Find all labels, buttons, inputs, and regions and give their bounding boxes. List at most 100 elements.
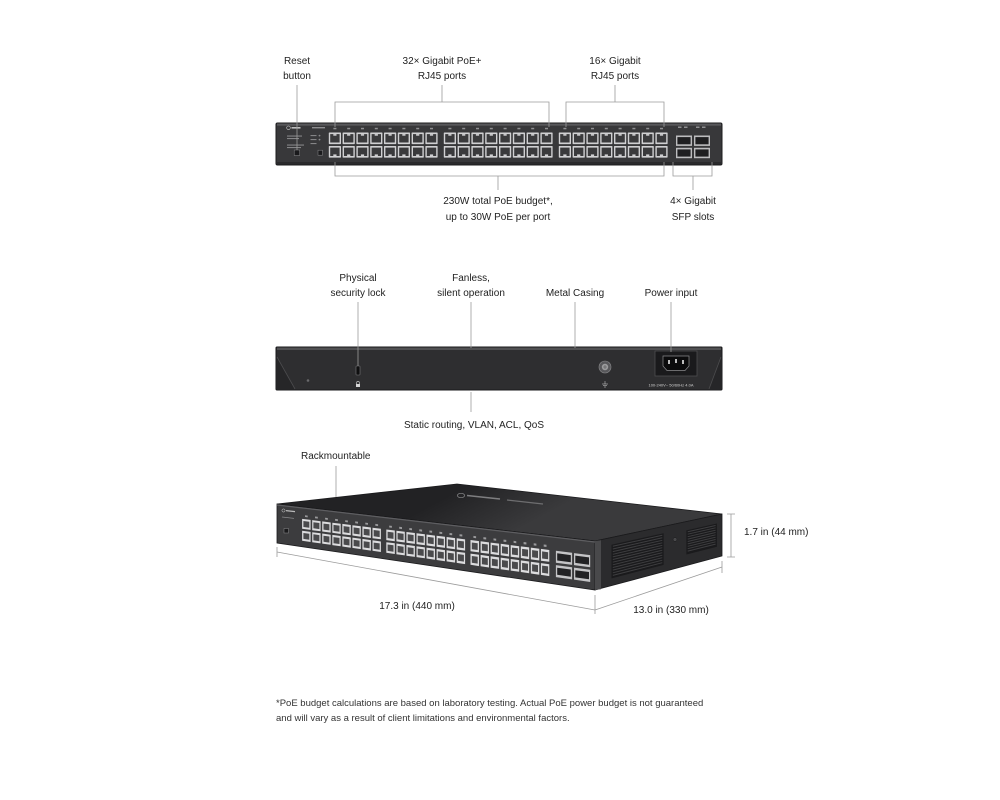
gigabit-rj45-port [641, 132, 654, 145]
poe-rj45-port [540, 132, 553, 145]
port-led [333, 127, 337, 130]
front-panel-bottom-edge [277, 162, 721, 165]
vent-slat [687, 525, 716, 533]
poe-rj45-port [446, 550, 456, 563]
power-inlet-pin [668, 360, 670, 364]
port-opening [343, 538, 350, 546]
gigabit-rj45-port [520, 546, 530, 560]
poe-rj45-port [322, 521, 331, 533]
gigabit-rj45-port [500, 557, 510, 571]
port-opening [629, 134, 639, 143]
port-opening [373, 530, 380, 538]
sfp-slot [574, 567, 591, 582]
gigabit-rj45-port [627, 146, 640, 158]
gigabit-rj45-port [558, 146, 571, 158]
port-led [632, 127, 636, 130]
port-latch-notch [416, 154, 420, 156]
sfp-slots-bracket [672, 162, 713, 190]
metal-casing-label: Metal Casing [546, 288, 604, 299]
poe-rj45-port [485, 146, 498, 158]
port-opening [344, 134, 354, 143]
poe-rj45-port [386, 529, 395, 542]
port-opening [363, 541, 370, 549]
port-latch-notch [333, 154, 337, 156]
footnote-line: *PoE budget calculations are based on la… [276, 698, 703, 709]
lock-icon-body [356, 384, 360, 387]
rear-panel-top-bevel [277, 347, 721, 350]
port-led [389, 525, 392, 528]
gigabit-rj45-port [530, 561, 540, 575]
port-opening [643, 134, 653, 143]
gigabit-rj45-port [500, 543, 510, 557]
front-view: Reset button 32× Gigabit PoE+ RJ45 ports… [275, 56, 723, 223]
poe-rj45-port [499, 146, 512, 158]
gigabit-rj45-port [510, 559, 520, 572]
sfp-led [678, 126, 682, 128]
port-latch-notch [462, 134, 466, 136]
port-latch-notch [416, 134, 420, 136]
port-opening [399, 134, 409, 143]
port-latch-notch [646, 154, 650, 156]
poe-rj45-port [512, 132, 525, 145]
port-led [489, 127, 493, 130]
port-opening [615, 134, 625, 143]
port-latch-notch [563, 134, 567, 136]
port-latch-notch [388, 134, 392, 136]
status-led [318, 134, 321, 137]
port-opening [417, 535, 424, 543]
poe-rj45-port [456, 538, 466, 551]
port-opening [353, 539, 360, 547]
port-opening [330, 147, 340, 156]
port-led [531, 127, 535, 130]
poe-rj45-port [436, 549, 445, 562]
port-opening [387, 544, 394, 552]
power-inlet-icon [654, 350, 698, 377]
poe-rj45-port [342, 523, 351, 536]
port-latch-notch [462, 154, 466, 156]
port-opening [313, 534, 320, 542]
gigabit-rj45-port [627, 132, 640, 145]
ground-icon-lines [602, 381, 608, 388]
poe-rj45-port [328, 146, 341, 158]
port-latch-notch [618, 134, 622, 136]
gigabit-rj45-port [572, 146, 585, 158]
gigabit-rj45-port [586, 132, 599, 145]
port-opening [413, 147, 423, 156]
port-led [591, 127, 594, 130]
port-opening [471, 542, 478, 550]
sfp-slot [694, 147, 710, 159]
port-opening [587, 147, 598, 156]
port-latch-notch [544, 134, 549, 136]
top-logo [457, 492, 544, 505]
port-opening [643, 147, 653, 156]
gigabit-rj45-port [490, 556, 500, 569]
vent-slat [687, 539, 716, 547]
vent-slat [612, 554, 663, 568]
sfp-slot-opening [677, 149, 691, 157]
port-opening [397, 533, 404, 541]
port-led [375, 523, 379, 527]
port-opening [426, 134, 437, 143]
port-opening [371, 134, 381, 143]
port-latch-notch [544, 154, 549, 156]
port-latch-notch [475, 134, 480, 136]
port-opening [445, 134, 455, 143]
power-inlet-pin [682, 360, 684, 364]
vent-slat [612, 547, 663, 560]
poe-rj45-port [302, 518, 311, 530]
port-led [355, 521, 358, 524]
port-opening [407, 534, 414, 542]
gigabit-rj45-port [641, 146, 654, 158]
port-opening [560, 147, 570, 156]
port-opening [481, 557, 488, 565]
port-led [345, 520, 348, 523]
gigabit-rj45-port [470, 553, 479, 567]
port-latch-notch [618, 154, 622, 156]
sfp-slot [694, 135, 710, 146]
logo-mark-wordmark [291, 127, 301, 129]
perspective-sfp-slots [555, 550, 591, 582]
info-label-mark [287, 144, 304, 146]
sfp-slot [676, 135, 692, 146]
power-rating-text: 100-240V~ 50/60Hz 4.0A [648, 383, 693, 388]
port-led [388, 127, 392, 130]
